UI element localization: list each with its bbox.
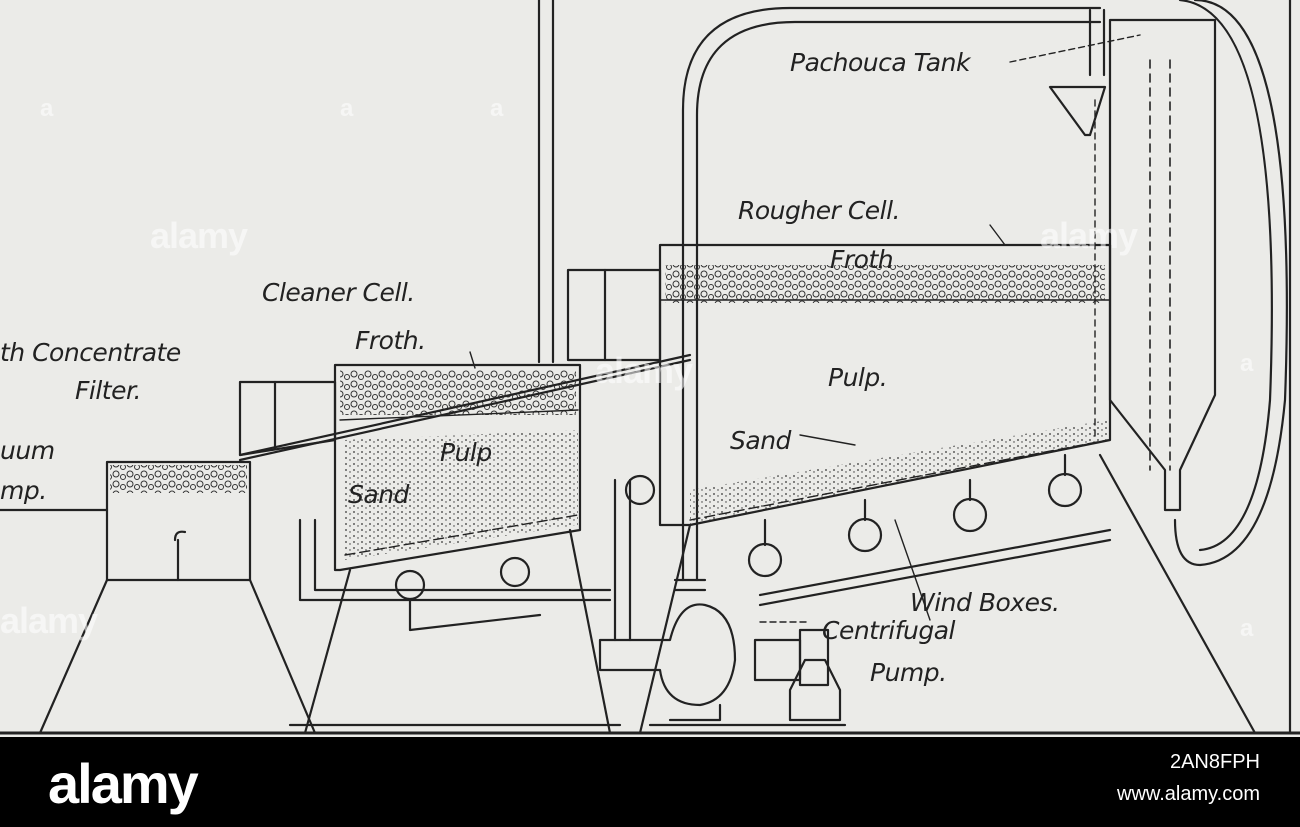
label-wind-boxes: Wind Boxes.: [910, 588, 1060, 617]
watermark-mark: a: [1240, 350, 1254, 377]
footer-url: www.alamy.com: [1117, 783, 1260, 805]
label-pulp-cleaner: Pulp: [440, 438, 492, 467]
label-rougher-cell: Rougher Cell.: [738, 196, 901, 225]
watermark-brand: alamy: [595, 350, 693, 391]
footer-image-id: 2AN8FPH: [1169, 751, 1260, 773]
label-froth-rougher: Froth: [830, 245, 894, 274]
label-cleaner-cell: Cleaner Cell.: [262, 278, 415, 307]
label-pulp-rougher: Pulp.: [828, 363, 888, 392]
footer-bar: alamy 2AN8FPH www.alamy.com: [0, 737, 1300, 827]
watermark-brand: alamy: [150, 215, 248, 256]
label-sand-cleaner: Sand: [348, 480, 409, 509]
label-centrifugal-1: Centrifugal: [822, 616, 956, 645]
label-vacuum-pump-2: mp.: [0, 476, 47, 505]
label-vacuum-pump-1: uum: [0, 436, 55, 465]
flotation-machine-drawing: [0, 0, 1300, 735]
label-centrifugal-2: Pump.: [870, 658, 947, 687]
watermark-brand: alamy: [1040, 215, 1138, 256]
label-concentrate-filter-2: Filter.: [75, 376, 141, 405]
watermark-mark: a: [1240, 615, 1254, 642]
watermark-mark: a: [490, 95, 504, 122]
diagram-area: Pachouca Tank Rougher Cell. Froth Cleane…: [0, 0, 1300, 735]
footer-logo: alamy: [48, 752, 199, 815]
watermark-mark: a: [40, 95, 54, 122]
watermark-mark: a: [340, 95, 354, 122]
label-pachouca-tank: Pachouca Tank: [790, 48, 970, 77]
label-froth-cleaner: Froth.: [355, 326, 426, 355]
label-concentrate-filter-1: th Concentrate: [0, 338, 181, 367]
watermark-brand: alamy: [0, 600, 98, 641]
label-sand-rougher: Sand: [730, 426, 791, 455]
